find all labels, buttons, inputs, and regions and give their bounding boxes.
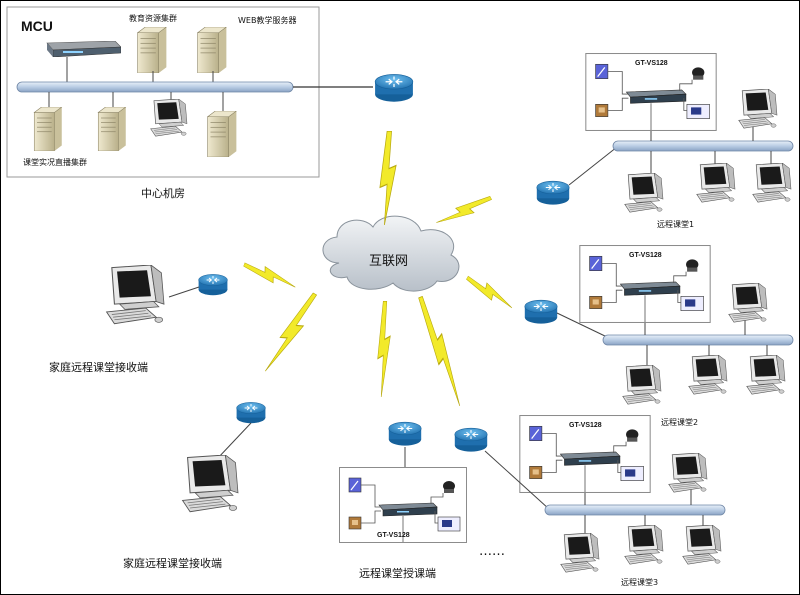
router-icon [454, 427, 488, 453]
router-icon [236, 401, 266, 424]
wireless-link-icon [261, 289, 321, 377]
computer-icon [624, 173, 664, 213]
wireless-link-icon [379, 131, 397, 225]
classroom-1-label: 远程课堂1 [657, 219, 694, 229]
mcu-label: MCU [21, 18, 53, 34]
edu-cluster-label: 教育资源集群 [129, 13, 177, 23]
center-room-label: 中心机房 [141, 186, 185, 200]
live-cluster-label: 课堂实况直播集群 [23, 157, 87, 167]
computer-icon [696, 163, 736, 203]
computer-icon [622, 365, 662, 405]
computer-icon [738, 89, 778, 129]
classroom-3-bus [544, 504, 726, 516]
ellipsis: …… [479, 544, 505, 559]
server-icon [33, 107, 63, 151]
computer-icon [688, 355, 728, 395]
home-receiver-2-label: 家庭远程课堂接收端 [123, 556, 222, 570]
center-bus [16, 81, 294, 93]
device-label: GT-VS128 [377, 532, 410, 539]
device-label: GT-VS128 [629, 252, 662, 259]
server-icon [197, 27, 227, 73]
internet-cloud [322, 215, 460, 292]
server-icon [137, 27, 167, 73]
wireless-link-icon [434, 190, 494, 232]
classroom-3-label: 远程课堂3 [621, 577, 658, 587]
computer-icon [682, 525, 722, 565]
router-icon [524, 299, 558, 325]
computer-icon [668, 453, 708, 493]
teaching-end-label: 远程课堂授课端 [359, 566, 436, 580]
router-icon [198, 273, 228, 296]
web-server-label: WEB教学服务器 [238, 15, 296, 25]
server-icon [97, 107, 127, 151]
computer-icon [624, 525, 664, 565]
internet-label: 互联网 [369, 254, 408, 269]
router-icon [388, 421, 422, 447]
computer-icon [560, 533, 600, 573]
wireless-link-icon [463, 272, 517, 312]
router-icon [536, 180, 570, 206]
computer-icon [105, 265, 165, 325]
classroom-1-bus [612, 140, 794, 152]
computer-icon [181, 455, 239, 513]
wireless-link-icon [241, 259, 299, 291]
computer-icon [728, 283, 768, 323]
wireless-link-icon [377, 301, 391, 397]
computer-icon [746, 355, 786, 395]
computer-icon [752, 163, 792, 203]
wireless-link-icon [411, 294, 471, 408]
device-label: GT-VS128 [635, 60, 668, 67]
classroom-2-bus [602, 334, 794, 346]
home-receiver-1-label: 家庭远程课堂接收端 [49, 360, 148, 374]
server-icon [207, 111, 237, 157]
classroom-2-label: 远程课堂2 [661, 417, 698, 427]
router-icon [374, 73, 414, 103]
device-label: GT-VS128 [569, 422, 602, 429]
